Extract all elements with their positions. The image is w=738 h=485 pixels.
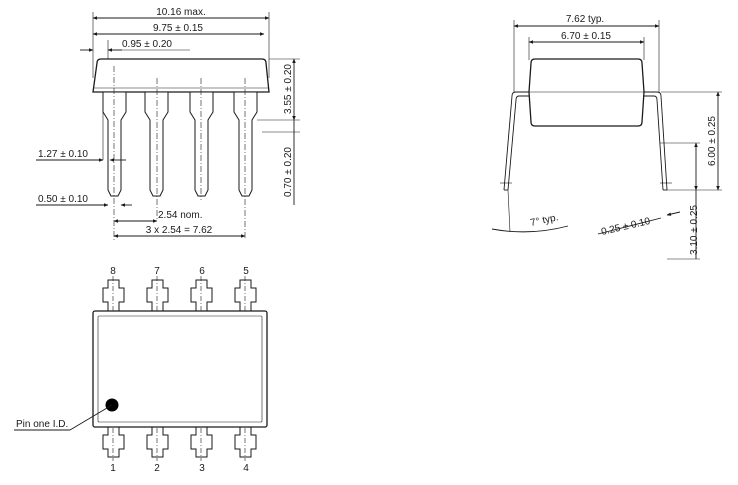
top-pin-5 (234, 279, 257, 313)
shoulder-width-label: 1.27 ± 0.10 (38, 149, 88, 160)
pin-number-6: 6 (199, 266, 205, 277)
pin-number-1: 1 (110, 463, 116, 474)
body-height-label: 3.55 ± 0.20 (283, 64, 294, 114)
pitch-label: 2.54 nom. (158, 210, 202, 221)
top-pin-8 (102, 279, 125, 313)
total-height-label: 6.00 ± 0.25 (707, 116, 718, 166)
top-pin-4 (234, 424, 257, 458)
top-view-package-body (92, 310, 268, 428)
top-view: 8 7 6 5 (14, 266, 268, 474)
overall-length-label: 10.16 max. (156, 7, 205, 18)
body-width-label: 6.70 ± 0.15 (561, 31, 611, 42)
side-lead-4 (233, 91, 258, 197)
side-view-leads (102, 66, 258, 240)
top-pin-2 (146, 424, 169, 458)
end-view: 7.62 typ. 6.70 ± 0.15 6.00 ± 0.25 3.10 ±… (491, 14, 722, 260)
pin-one-leader (69, 404, 113, 431)
top-pin-7 (146, 279, 169, 313)
pin-number-8: 8 (110, 266, 116, 277)
lead-thickness-label: 0.25 ± 0.10 (600, 216, 652, 238)
top-view-pins-upper (102, 276, 257, 320)
top-pin-1 (102, 424, 125, 458)
side-view: 10.16 max. 9.75 ± 0.15 0.95 ± 0.20 (36, 7, 300, 240)
body-length-label: 9.75 ± 0.15 (153, 23, 203, 34)
row-spacing-label: 7.62 typ. (566, 14, 604, 25)
end-view-lead-right (644, 91, 668, 191)
side-lead-3 (189, 91, 214, 197)
seating-height-label: 0.70 ± 0.20 (283, 147, 294, 197)
lead-angle-arc (491, 225, 569, 233)
end-view-lead-left (503, 91, 529, 191)
row-span-label: 3 x 2.54 = 7.62 (146, 225, 213, 236)
pin-number-3: 3 (199, 463, 205, 474)
lead-thickness-leader (597, 217, 662, 235)
end-view-package-body (528, 58, 645, 127)
lead-width-label: 0.50 ± 0.10 (38, 194, 88, 205)
pin-number-7: 7 (154, 266, 160, 277)
top-pin-3 (190, 424, 213, 458)
lead-angle-label: 7° typ. (529, 212, 559, 229)
side-view-package-body (92, 58, 270, 93)
top-view-pins-lower (102, 418, 257, 461)
side-lead-1 (102, 91, 127, 197)
pin-number-2: 2 (154, 463, 160, 474)
side-lead-2 (144, 91, 169, 197)
lead-length-label: 3.10 ± 0.25 (689, 205, 700, 255)
end-offset-label: 0.95 ± 0.20 (122, 39, 172, 50)
pin-number-4: 4 (243, 463, 249, 474)
top-pin-6 (190, 279, 213, 313)
pin-number-5: 5 (243, 266, 249, 277)
pin-one-label: Pin one I.D. (16, 419, 68, 430)
